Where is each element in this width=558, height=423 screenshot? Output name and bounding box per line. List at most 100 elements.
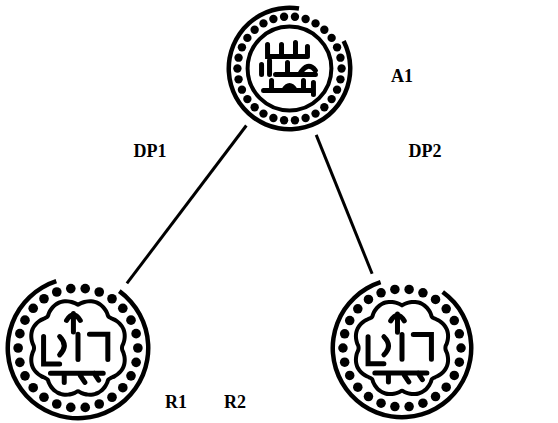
coin-dot	[80, 403, 90, 413]
connector-line	[127, 126, 246, 284]
coin-dot	[250, 26, 258, 34]
coin-dot	[340, 329, 350, 339]
coin-dot	[336, 53, 344, 61]
coin-dot	[259, 19, 267, 27]
coin-dot	[337, 64, 345, 72]
coin-rim	[5, 279, 150, 420]
coin-dot	[107, 392, 117, 402]
coin-dot	[234, 75, 242, 83]
coin-dot	[280, 116, 288, 124]
coin-illustration	[330, 276, 474, 420]
coin-dot	[333, 43, 341, 51]
edge-label: DP1	[132, 142, 169, 162]
coin-dot	[234, 53, 242, 61]
coin-illustration	[226, 5, 353, 132]
coin-dot	[456, 343, 466, 353]
coin-dot	[431, 392, 441, 402]
coin-dot	[13, 343, 23, 353]
coin-inner-circle	[248, 27, 332, 111]
coin-dot	[94, 399, 104, 409]
coin-dot	[15, 358, 25, 368]
coin-dot	[66, 284, 76, 294]
coin-inscription	[50, 373, 103, 382]
coin-dot	[441, 304, 451, 314]
coin-dot	[353, 382, 363, 392]
coin-dot	[94, 287, 104, 297]
coin-dot	[126, 315, 136, 325]
coin-inscription	[67, 314, 81, 332]
coin-dot	[340, 357, 350, 367]
coin-dot	[353, 304, 363, 314]
coin-dot	[28, 383, 38, 393]
coin-dot	[336, 75, 344, 83]
coin-scalloped-border	[356, 302, 448, 394]
coin-label: A1	[391, 67, 413, 87]
coin-dot	[327, 34, 335, 42]
coin-inscription	[262, 61, 316, 75]
coin-inscription	[375, 373, 427, 382]
coin-scalloped-border	[31, 301, 124, 394]
coin-dot	[390, 285, 400, 295]
coin-dot	[404, 402, 414, 412]
coin-dot	[28, 303, 38, 313]
coin-dot	[455, 329, 465, 339]
coin-dot	[404, 285, 414, 295]
coin-dot	[133, 343, 143, 353]
coin-dot	[131, 329, 141, 339]
coin-dot	[238, 43, 246, 51]
coin-label: R1	[165, 393, 187, 413]
coin-inscription	[391, 314, 405, 332]
coin-dot	[269, 114, 277, 122]
coin-dot	[118, 383, 128, 393]
coin-dot	[455, 357, 465, 367]
coin-dot	[131, 358, 141, 368]
coin-rim	[226, 6, 352, 132]
coin-node: A1	[226, 5, 353, 132]
coin-dot	[118, 303, 128, 313]
coin-dot	[345, 316, 355, 326]
coin-dot	[364, 295, 374, 305]
coin-dot	[311, 109, 319, 117]
coin-dot	[250, 103, 258, 111]
coin-dot	[20, 315, 30, 325]
coin-dot	[80, 284, 90, 294]
connector-line	[316, 135, 372, 274]
coin-inscription	[268, 43, 308, 57]
coin-dot	[243, 95, 251, 103]
coin-dot	[311, 19, 319, 27]
coin-dot	[301, 114, 309, 122]
coin-dot	[301, 15, 309, 23]
coin-label: R2	[224, 393, 246, 413]
edge-label: DP2	[407, 142, 444, 162]
coin-dot	[320, 103, 328, 111]
coin-dot	[364, 392, 374, 402]
coin-dot	[238, 85, 246, 93]
coin-dot	[431, 295, 441, 305]
coin-dot	[376, 288, 386, 298]
coin-dot	[66, 403, 76, 413]
coin-dot	[269, 15, 277, 23]
coin-dot	[441, 382, 451, 392]
coin-dot	[333, 85, 341, 93]
coin-inscription	[264, 80, 314, 94]
coin-dot	[20, 371, 30, 381]
coin-dot	[418, 288, 428, 298]
coin-dot	[418, 398, 428, 408]
coin-dot	[291, 13, 299, 21]
coin-node: R2	[330, 276, 474, 420]
coin-dot	[390, 402, 400, 412]
coin-dot	[52, 287, 62, 297]
coin-dot	[233, 64, 241, 72]
coin-illustration	[5, 275, 151, 421]
coin-dot	[376, 398, 386, 408]
coin-inscription	[368, 334, 431, 363]
coin-node: R1	[5, 275, 151, 421]
coin-dot	[327, 95, 335, 103]
coin-dot	[291, 116, 299, 124]
coin-rim	[331, 280, 474, 420]
coin-dot	[15, 329, 25, 339]
coin-dot	[338, 343, 348, 353]
coin-dot	[39, 392, 49, 402]
